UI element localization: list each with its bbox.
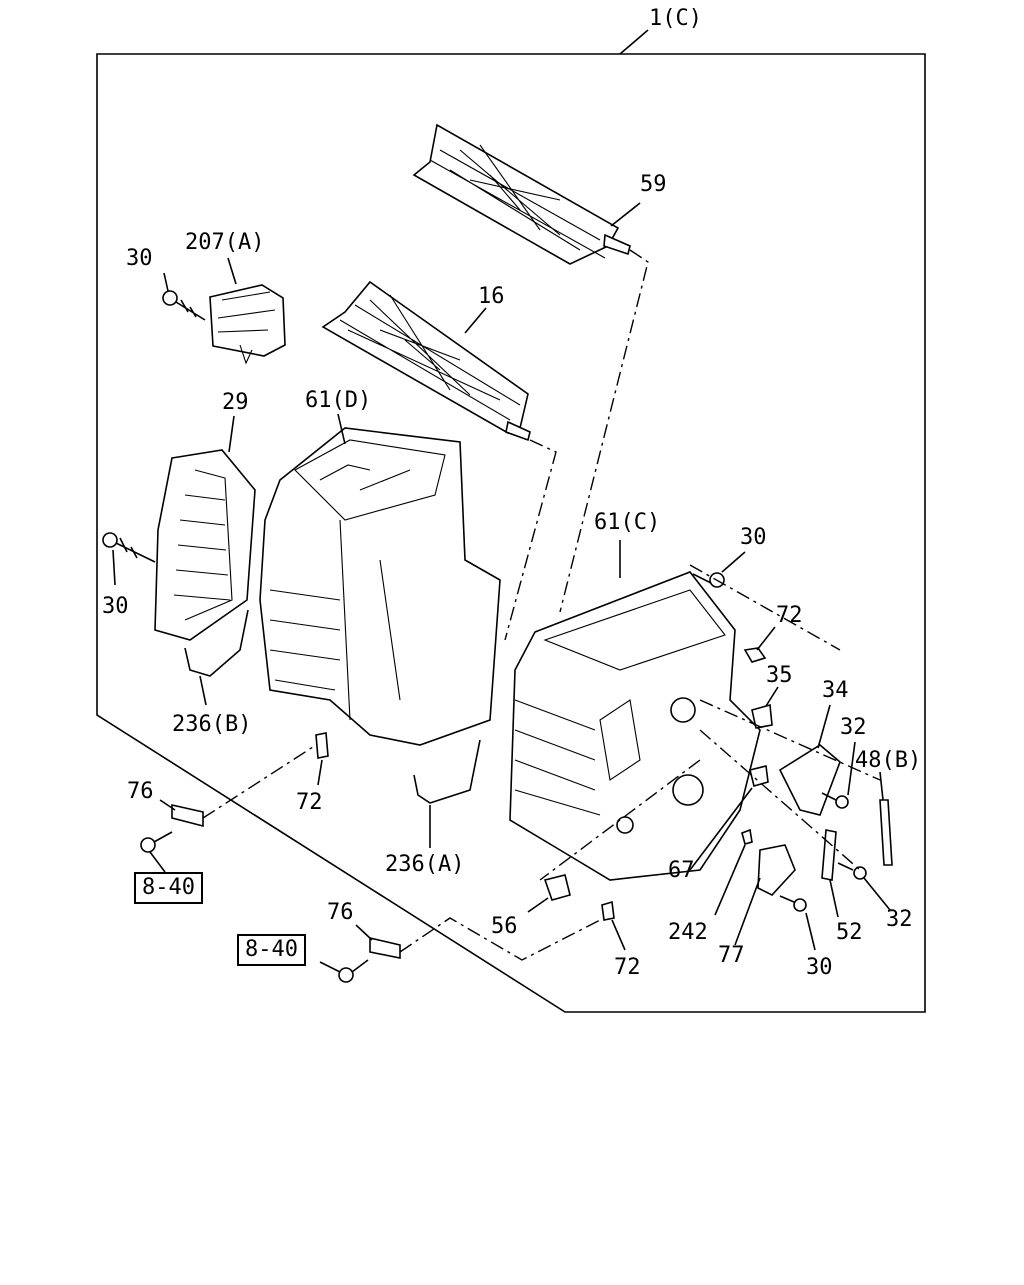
title-leader (619, 29, 649, 55)
label-72-bottom: 72 (614, 955, 641, 980)
rod-48b-icon (879, 771, 893, 866)
filter-upper-icon (412, 123, 641, 265)
label-76-bottom: 76 (327, 900, 354, 925)
screw-30-bottom-icon (779, 895, 816, 951)
title-label: 1(C) (649, 6, 702, 31)
lever-34-icon (778, 704, 841, 816)
label-59: 59 (640, 172, 667, 197)
frame-outline (96, 53, 926, 1013)
label-77: 77 (718, 943, 745, 968)
label-48b: 48(B) (855, 748, 922, 773)
label-29: 29 (222, 390, 249, 415)
label-61c: 61(C) (594, 510, 661, 535)
label-72-left: 72 (296, 790, 323, 815)
assembly-line-right-b (699, 699, 881, 781)
label-207a: 207(A) (185, 230, 265, 255)
bracket-76-bottom-icon (319, 924, 401, 983)
screw-32-top-icon (821, 741, 856, 809)
bracket-35-icon (751, 686, 779, 729)
label-52: 52 (836, 920, 863, 945)
assembly-line-upper (559, 249, 649, 613)
clip-72-bottom-icon (601, 900, 626, 951)
bracket-76-left-icon (140, 799, 204, 873)
assembly-line-right-c (699, 729, 861, 871)
label-30-top: 30 (126, 246, 153, 271)
label-34: 34 (822, 678, 849, 703)
clip-72-left-icon (315, 732, 329, 786)
label-72-right: 72 (776, 603, 803, 628)
motor-77-icon (734, 844, 796, 946)
screw-top-icon (162, 272, 206, 321)
screw-32-bottom-icon (837, 862, 891, 911)
label-67: 67 (668, 858, 695, 883)
label-30-bottom: 30 (806, 955, 833, 980)
link-52-icon (821, 829, 839, 918)
assembly-line-left (202, 744, 317, 819)
label-32-top: 32 (840, 715, 867, 740)
heater-case-61d-icon (259, 413, 501, 746)
label-56: 56 (491, 914, 518, 939)
label-30-right: 30 (740, 525, 767, 550)
screw-left-icon (102, 532, 156, 586)
housing-cover-29-icon (154, 415, 256, 641)
assembly-line-right-a (689, 564, 841, 651)
label-242: 242 (668, 920, 708, 945)
ref-box-left[interactable]: 8-40 (134, 872, 203, 904)
assembly-line-lower (504, 439, 557, 641)
label-236a: 236(A) (385, 852, 465, 877)
wire-236b-icon (184, 609, 249, 706)
label-236b: 236(B) (172, 712, 252, 737)
clip-67-icon (689, 765, 769, 871)
clip-72-right-icon (743, 626, 776, 663)
bracket-56-icon (527, 874, 571, 913)
label-76-left: 76 (127, 779, 154, 804)
assembly-line-right-d (539, 759, 701, 881)
actuator-207a-icon (209, 257, 286, 365)
label-35: 35 (766, 663, 793, 688)
label-61d: 61(D) (305, 388, 372, 413)
wire-236a-icon (413, 739, 481, 848)
label-32-bottom: 32 (886, 907, 913, 932)
label-30-left: 30 (102, 594, 129, 619)
filter-lower-icon (321, 280, 531, 442)
pin-242-icon (714, 828, 753, 916)
label-16: 16 (478, 284, 505, 309)
assembly-line-bottom (399, 917, 605, 961)
heater-case-61c-icon (509, 540, 761, 881)
ref-box-bottom[interactable]: 8-40 (237, 934, 306, 966)
